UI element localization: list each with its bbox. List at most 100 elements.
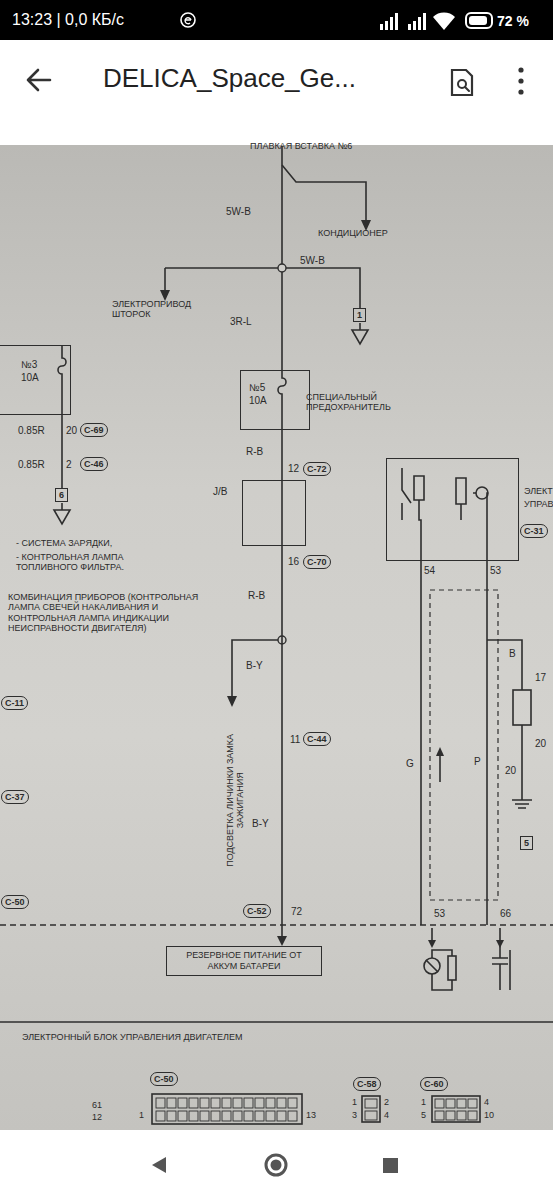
connector-cell — [288, 1098, 297, 1108]
wire-label: СПЕЦИАЛЬНЫЙ ПРЕДОХРАНИТЕЛЬ — [306, 392, 426, 413]
connector-tag: C-60 — [420, 1077, 448, 1091]
wire-label: 1 — [352, 1097, 357, 1107]
wire-label: 20 — [66, 425, 77, 437]
connector-cell — [266, 1098, 275, 1108]
node-text: C-31 — [524, 525, 544, 537]
wire-label: P — [474, 756, 481, 768]
connector-tag: C-72 — [303, 462, 331, 476]
node-text: №5 — [249, 381, 309, 394]
node-text: №3 — [21, 358, 70, 371]
wire-label: 10 — [484, 1110, 494, 1120]
wire-label: 53 — [434, 908, 445, 920]
wire-label: ЭЛЕКТРОННЫЙ БЛОК УПРАВЛЕНИЯ ДВИГАТЕЛЕМ — [22, 1032, 243, 1042]
connector-cell — [167, 1111, 176, 1121]
wire-label: B-Y — [252, 818, 269, 830]
connector-cell — [435, 1099, 444, 1108]
node-text: C-52 — [247, 905, 267, 917]
connector-cell — [435, 1111, 444, 1120]
wire-label: 5W-B — [300, 255, 325, 267]
diagram-photo — [0, 145, 553, 1130]
connector-cell — [468, 1111, 477, 1120]
wire-label: 54 — [424, 565, 435, 577]
connector-cell — [446, 1099, 455, 1108]
node-text: C-60 — [424, 1078, 444, 1090]
wire-label: 2 — [384, 1097, 389, 1107]
connector-cell — [266, 1111, 275, 1121]
connector-cell — [167, 1098, 176, 1108]
node-text: C-50 — [154, 1073, 174, 1085]
connector-cell — [233, 1111, 242, 1121]
wire-label: B — [509, 648, 516, 660]
wire-label: КОНДИЦИОНЕР — [318, 228, 388, 238]
status-icons — [181, 13, 492, 30]
arrowheads — [160, 220, 504, 948]
wire-label: - СИСТЕМА ЗАРЯДКИ, — [16, 538, 206, 548]
node-text: ЭЛЕКТ УПРАВ — [524, 485, 553, 511]
node-text: РЕЗЕРВНОЕ ПИТАНИЕ ОТ АККУМ БАТАРЕИ — [173, 950, 315, 972]
wire-label: 3 — [352, 1110, 357, 1120]
connector-tag: C-69 — [80, 423, 108, 437]
wire-label: 1 — [139, 1110, 144, 1120]
wire-label: КОМБИНАЦИЯ ПРИБОРОВ (КОНТРОЛЬНАЯ ЛАМПА С… — [8, 592, 213, 633]
node-text: C-70 — [307, 556, 327, 568]
wire-label: 12 — [288, 463, 299, 475]
wire-label: ПЛАВКАЯ ВСТАВКА №6 — [250, 141, 352, 151]
connector-cell — [189, 1111, 198, 1121]
node-text: 6 — [59, 489, 64, 501]
connector-cell — [222, 1111, 231, 1121]
connector-cell — [189, 1098, 198, 1108]
connector-cell — [457, 1111, 466, 1120]
connector-cell — [277, 1111, 286, 1121]
wire-label: 2 — [66, 459, 72, 471]
connector-cell — [365, 1099, 377, 1108]
connector-tag: C-31 — [520, 524, 548, 538]
node-text: C-37 — [5, 791, 25, 803]
connector-tag: C-58 — [353, 1077, 381, 1091]
nav-icons — [152, 1155, 398, 1175]
wire-label: 4 — [484, 1097, 489, 1107]
connector-cell — [255, 1111, 264, 1121]
node-text: C-72 — [307, 463, 327, 475]
wire-label: R-B — [246, 446, 263, 458]
component-box: №510A — [240, 370, 310, 430]
connector-cell — [288, 1111, 297, 1121]
connector-cell — [156, 1098, 165, 1108]
connector-cell — [365, 1111, 377, 1120]
connector-cell — [446, 1111, 455, 1120]
wire-label: 5 — [421, 1110, 426, 1120]
connector-cell — [244, 1098, 253, 1108]
connector-tag: C-50 — [1, 895, 29, 909]
connector-cell — [277, 1098, 286, 1108]
wire-label: 72 — [291, 906, 302, 918]
connector-tag: C-52 — [243, 904, 271, 918]
component-box: J/B — [242, 480, 306, 546]
component-box: ЭЛЕКТ УПРАВ — [386, 458, 519, 561]
connector-cell — [468, 1099, 477, 1108]
node-text: C-11 — [5, 697, 24, 709]
component-box: №310A — [0, 345, 71, 415]
connector-cell — [211, 1098, 220, 1108]
connector-cell — [178, 1111, 187, 1121]
node-text: 10A — [249, 394, 309, 407]
ui-text: DELICA_Space_Ge... — [103, 64, 356, 94]
wire-label: 20 — [505, 765, 516, 777]
ui-text: 13:23 | 0,0 КБ/с — [12, 11, 124, 29]
wire-label: 1 — [421, 1097, 426, 1107]
wire-label: 20 — [535, 738, 546, 750]
wire-label: 66 — [500, 908, 511, 920]
wire-label: 0.85R — [18, 425, 45, 437]
connector-tag: C-70 — [303, 555, 331, 569]
connector-cell — [222, 1098, 231, 1108]
connector-cell — [200, 1098, 209, 1108]
wire-label: 12 — [92, 1112, 102, 1122]
wire-label: ЭЛЕКТРОПРИВОД ШТОРОК — [112, 299, 207, 320]
wire-label: G — [406, 758, 414, 770]
component-box: РЕЗЕРВНОЕ ПИТАНИЕ ОТ АККУМ БАТАРЕИ — [166, 946, 322, 976]
connector-tag: C-50 — [150, 1072, 178, 1086]
wire-label: 0.85R — [18, 459, 45, 471]
wire-label: 3R-L — [230, 316, 252, 328]
node-text: C-50 — [5, 896, 25, 908]
node-text: J/B — [213, 485, 227, 498]
wire-label: 4 — [384, 1110, 389, 1120]
connector-cell — [156, 1111, 165, 1121]
